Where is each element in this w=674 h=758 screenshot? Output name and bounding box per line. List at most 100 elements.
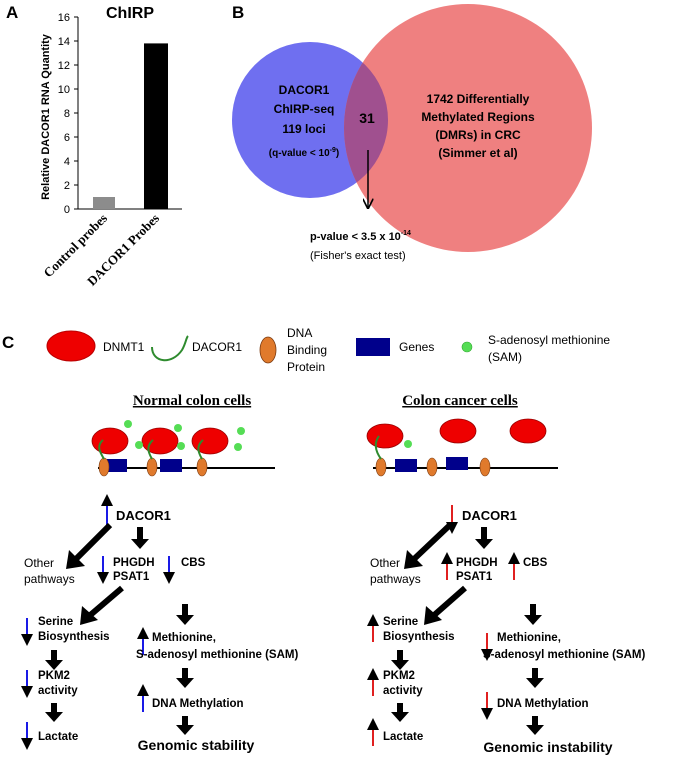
normal-methionine-1: Methionine,	[152, 632, 216, 644]
venn-right-line-1: 1742 Differentially	[427, 92, 530, 106]
venn-left-line-2: ChIRP-seq	[274, 102, 335, 116]
cancer-phgdh: PHGDH	[456, 557, 498, 569]
y-tick-label: 12	[58, 60, 70, 72]
y-tick-label: 14	[58, 36, 70, 48]
cancer-outcome: Genomic instability	[483, 739, 612, 755]
arrow-head	[424, 606, 442, 625]
venn-test-name: (Fisher's exact test)	[310, 250, 406, 262]
cancer-serine-1: Serine	[383, 616, 418, 628]
dacor1-strand	[197, 439, 204, 460]
cancer-other-2: pathways	[370, 572, 421, 586]
arrow-head	[404, 550, 423, 569]
chart-y-axis-label: Relative DACOR1 RNA Quantity	[40, 33, 52, 200]
cancer-cbs: CBS	[523, 557, 548, 569]
venn-right-line-4: (Simmer et al)	[438, 146, 517, 160]
arrow-head	[475, 539, 493, 549]
normal-methionine-2: S-adenosyl methionine (SAM)	[136, 649, 298, 661]
sam-icon	[135, 441, 143, 449]
venn-diagram: DACOR1 ChIRP-seq 119 loci (q-value < 10-…	[232, 4, 592, 262]
legend-dacor1-icon	[151, 335, 189, 362]
legend-dbp-line-2: Binding	[287, 343, 327, 357]
sam-icon	[124, 420, 132, 428]
arrow-head	[66, 550, 85, 569]
arrow-head	[80, 606, 98, 625]
cancer-lactate: Lactate	[383, 731, 423, 743]
cancer-title: Colon cancer cells	[402, 393, 518, 409]
arrow-head	[526, 725, 544, 735]
arrow-head	[131, 539, 149, 549]
dnmt1-icon	[509, 418, 547, 444]
panel-label-a: A	[6, 3, 18, 22]
legend-sam-icon	[461, 341, 473, 353]
y-tick-label: 6	[64, 132, 70, 144]
gene-icon	[107, 459, 127, 472]
normal-psat1: PSAT1	[113, 571, 150, 583]
arrow-head	[391, 712, 409, 722]
legend: DNMT1 DACOR1 DNA Binding Protein Genes S…	[46, 326, 610, 374]
arrow-head	[526, 678, 544, 688]
arrow-head	[391, 660, 409, 670]
dacor1-strand	[98, 439, 105, 460]
normal-phgdh: PHGDH	[113, 557, 155, 569]
normal-dacor1: DACOR1	[116, 508, 171, 523]
normal-pkm2-2: activity	[38, 685, 78, 697]
dacor1-strand	[374, 435, 382, 460]
cancer-other-1: Other	[370, 556, 400, 570]
arrow-head	[176, 725, 194, 735]
gene-icon	[446, 457, 468, 470]
cancer-pkm2-1: PKM2	[383, 670, 415, 682]
y-tick-label: 16	[58, 12, 70, 24]
legend-sam-line-2: (SAM)	[488, 350, 522, 364]
normal-serine-2: Biosynthesis	[38, 631, 110, 643]
venn-intersection-count: 31	[359, 110, 375, 126]
normal-cartoon	[91, 420, 275, 477]
gene-icon	[395, 459, 417, 472]
venn-left-qvalue: (q-value < 10-9)	[269, 147, 339, 159]
normal-title: Normal colon cells	[133, 393, 251, 409]
cancer-methionine-1: Methionine,	[497, 632, 561, 644]
cancer-dna-meth: DNA Methylation	[497, 698, 589, 710]
dacor1-strand	[147, 439, 154, 460]
y-tick-label: 2	[64, 180, 70, 192]
arrow-to-other	[410, 522, 453, 563]
normal-other-2: pathways	[24, 572, 75, 586]
sam-icon	[174, 424, 182, 432]
legend-genes-icon	[356, 338, 390, 356]
cancer-pkm2-2: activity	[383, 685, 423, 697]
legend-dnmt1-label: DNMT1	[103, 340, 145, 354]
panel-label-c: C	[2, 333, 14, 352]
y-tick-label: 10	[58, 84, 70, 96]
cancer-methionine-2: S-adenosyl methionine (SAM)	[483, 649, 645, 661]
sam-icon	[234, 443, 242, 451]
arrow-head	[176, 678, 194, 688]
normal-serine-1: Serine	[38, 616, 73, 628]
dbp-icon	[375, 457, 387, 477]
venn-right-circle	[344, 4, 592, 252]
legend-dbp-line-1: DNA	[287, 326, 312, 340]
venn-left-line-1: DACOR1	[279, 83, 330, 97]
dbp-icon	[426, 457, 438, 477]
normal-other-1: Other	[24, 556, 54, 570]
arrow-head	[45, 660, 63, 670]
cancer-cells-panel: Colon cancer cells DACOR1 Other pathways…	[366, 393, 645, 755]
y-tick-label: 4	[64, 156, 70, 168]
arrow-to-serine	[430, 585, 467, 620]
dbp-icon	[146, 457, 158, 477]
legend-sam-line-1: S-adenosyl methionine	[488, 333, 610, 347]
cancer-serine-2: Biosynthesis	[383, 631, 455, 643]
sam-icon	[177, 442, 185, 450]
arrow-head	[524, 615, 542, 625]
bar-control-probes	[93, 197, 115, 209]
cancer-dacor1: DACOR1	[462, 508, 517, 523]
normal-lactate: Lactate	[38, 731, 78, 743]
chirp-bar-chart: ChIRP Relative DACOR1 RNA Quantity 02468…	[40, 5, 182, 289]
legend-dbp-line-3: Protein	[287, 360, 325, 374]
legend-dnmt1-icon	[46, 330, 96, 362]
y-tick-label: 8	[64, 108, 70, 120]
dnmt1-icon	[141, 427, 179, 455]
dbp-icon	[196, 457, 208, 477]
arrow-to-other	[72, 522, 113, 563]
cancer-psat1: PSAT1	[456, 571, 493, 583]
